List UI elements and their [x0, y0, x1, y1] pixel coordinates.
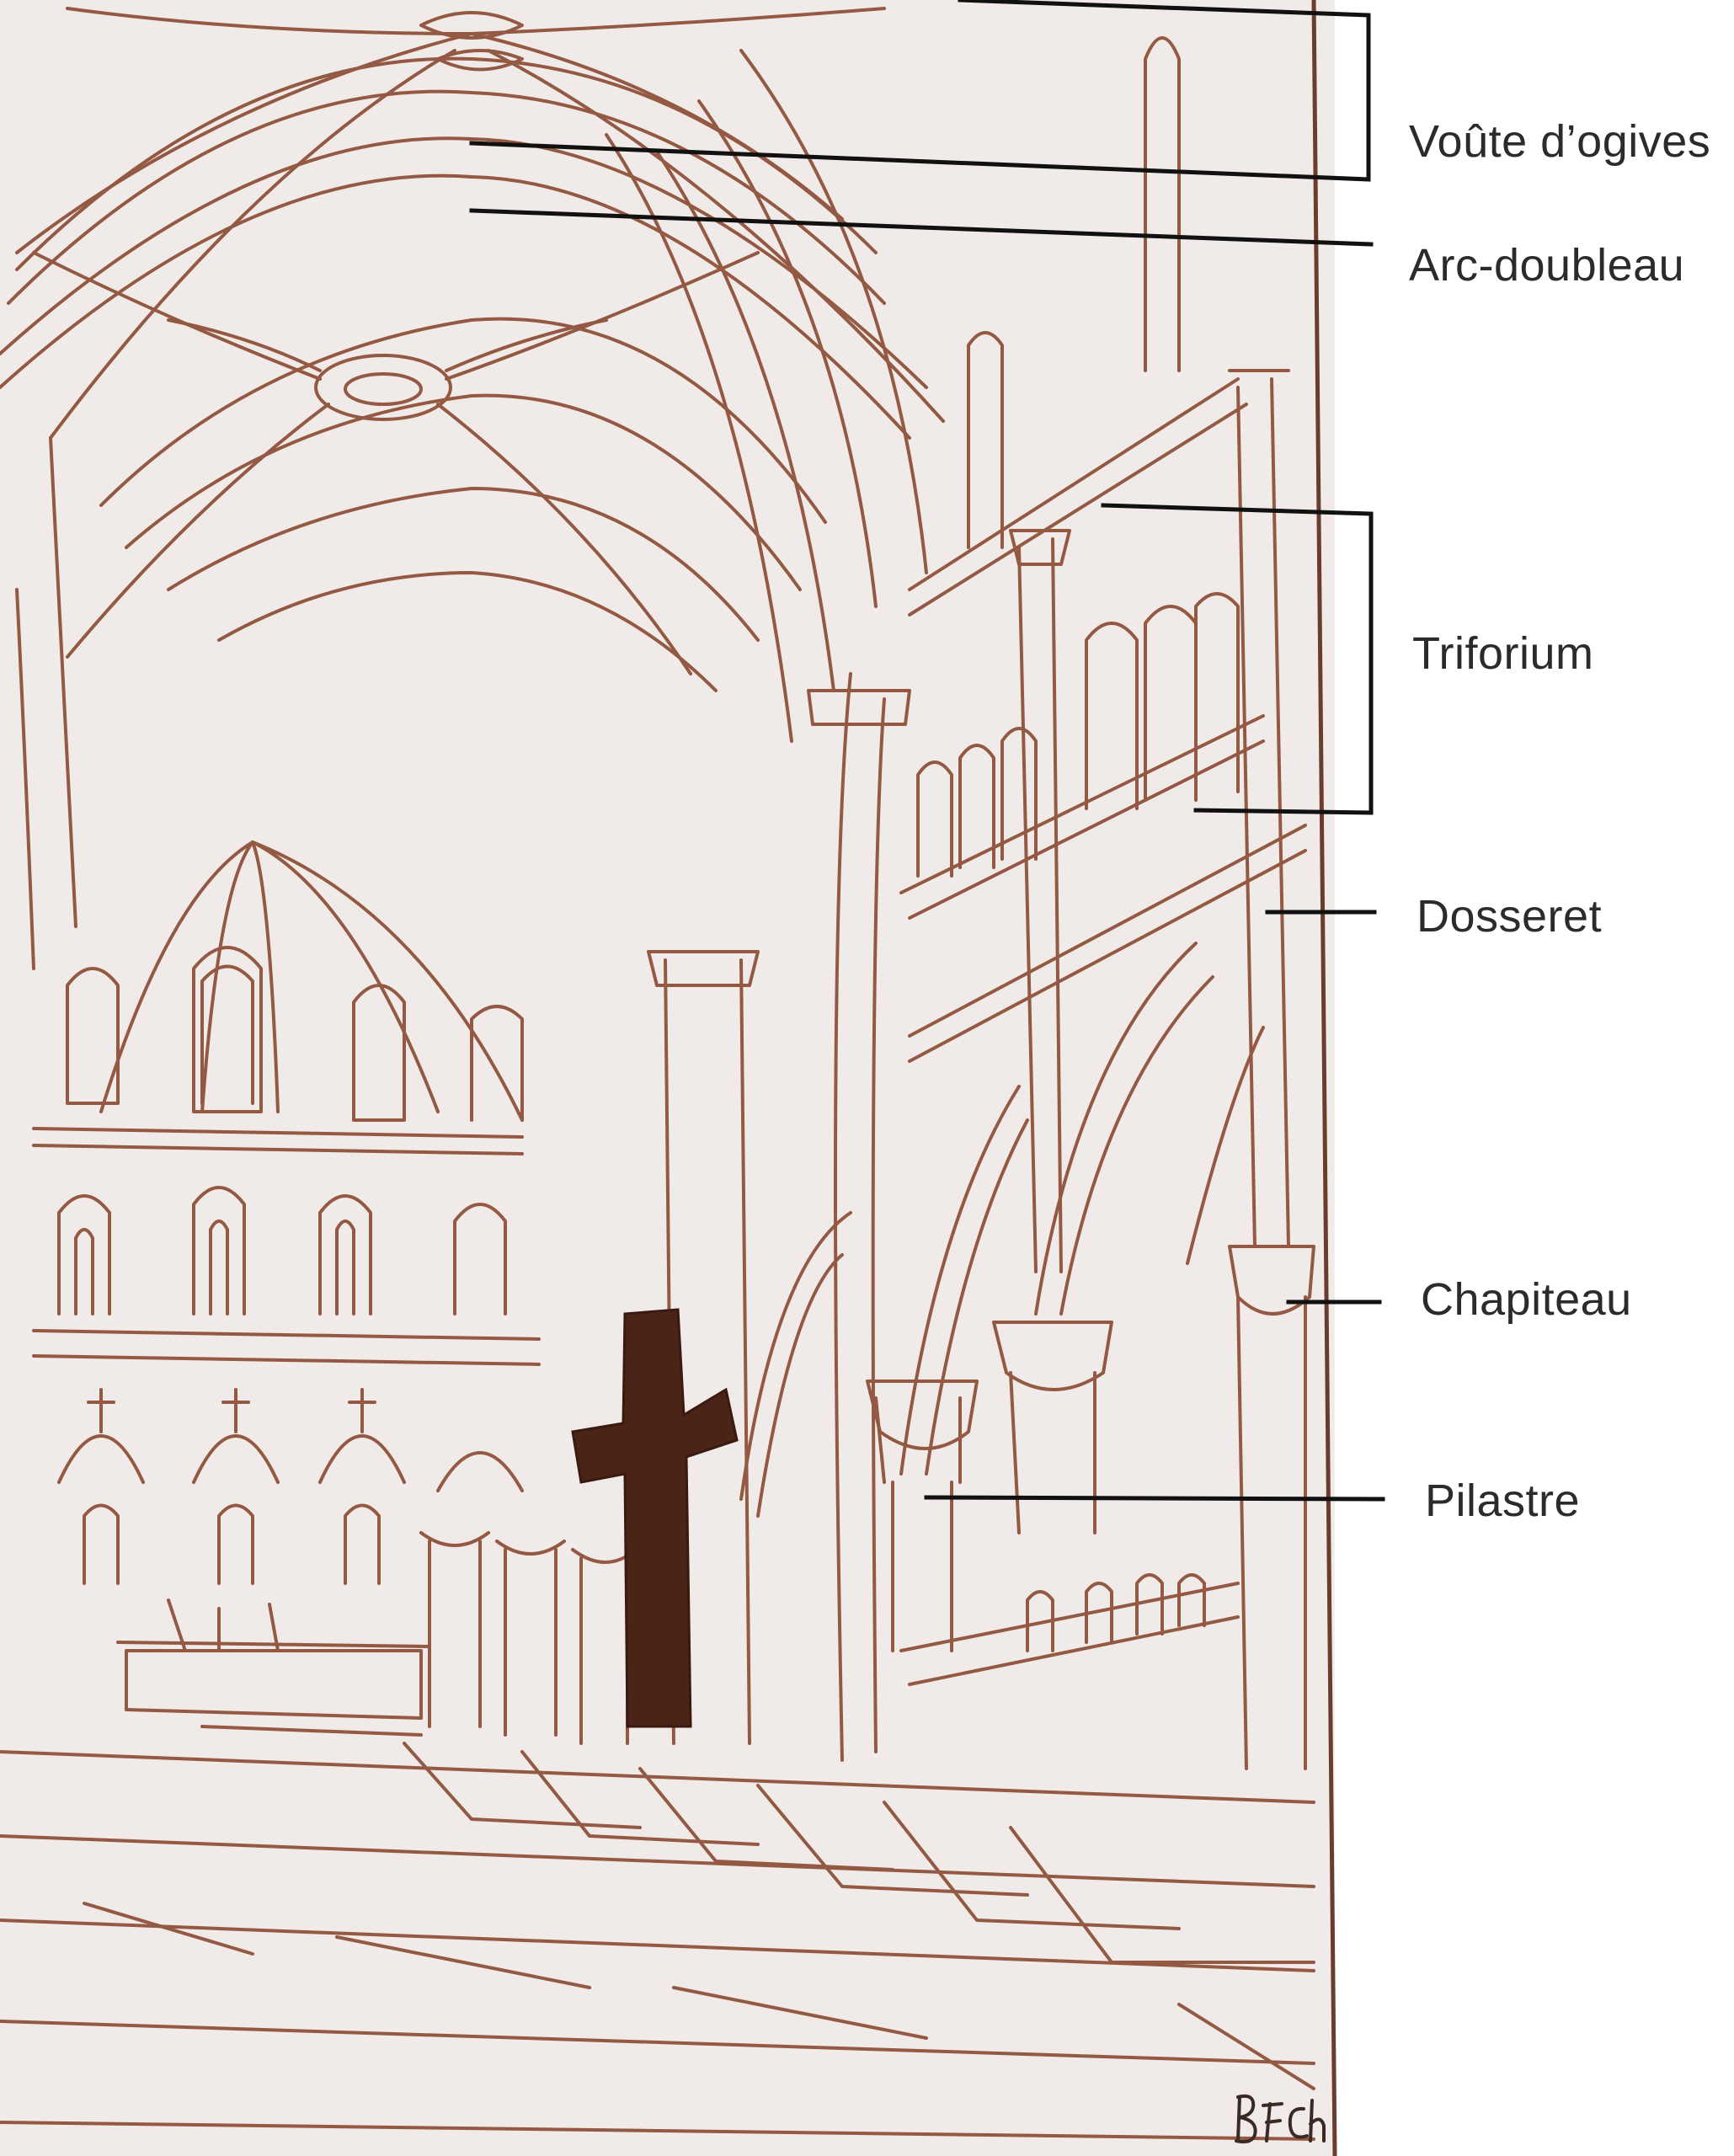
label-pilastre: Pilastre — [1425, 1476, 1581, 1526]
voute-bracket — [469, 0, 1371, 182]
arc-doubleau-line — [469, 208, 1374, 247]
label-dosseret: Dosseret — [1417, 891, 1603, 942]
artist-signature — [1235, 2094, 1326, 2144]
triforium-bracket — [1101, 503, 1374, 815]
label-triforium: Triforium — [1412, 628, 1594, 679]
label-chapiteau: Chapiteau — [1421, 1274, 1632, 1325]
altar — [116, 1598, 431, 1737]
ribbed-vault — [0, 7, 945, 970]
cross-icon — [571, 1308, 739, 1728]
pilastre-line — [924, 1495, 1385, 1502]
floor-pews — [0, 1742, 1315, 2141]
apse — [32, 841, 541, 1585]
label-arc-doubleau: Arc-doubleau — [1409, 240, 1685, 291]
label-voute-d-ogives: Voûte d’ogives — [1409, 116, 1711, 167]
